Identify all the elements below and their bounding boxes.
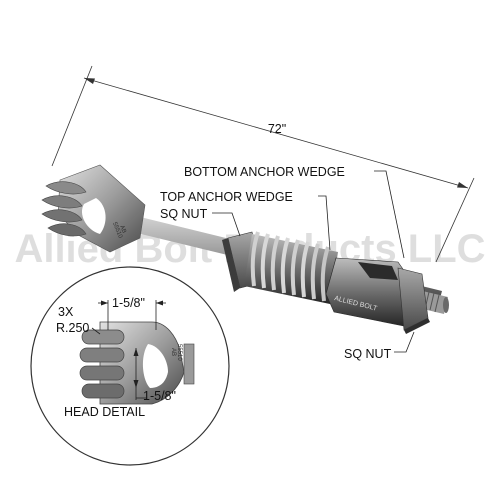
detail-dimension-top: 1-5/8" [98,296,166,330]
detail-head-drawing: AB 55510 [79,321,195,405]
detail-radius-value: R.250 [56,321,89,335]
square-nut-bottom [397,267,430,334]
sq-nut-top-label: SQ NUT [160,207,208,221]
sq-nut-bottom-label: SQ NUT [344,347,392,361]
head-detail-title: HEAD DETAIL [64,405,145,419]
head-stamp-line-1: AB [118,225,127,235]
detail-radius-callout: 3X R.250 [56,305,101,335]
top-anchor-wedge [244,231,338,304]
callout-sq-nut-bottom: SQ NUT [344,331,415,361]
overall-length-dimension: 72" [51,65,475,263]
bottom-anchor-wedge: ALLIED BOLT [325,257,413,327]
detail-dim-top-label: 1-5/8" [112,296,145,310]
top-wedge-label: TOP ANCHOR WEDGE [160,190,293,204]
callout-sq-nut-top: SQ NUT [160,207,241,237]
detail-radius-count: 3X [58,305,74,319]
head-detail-inset: AB 55510 1-5/8" 1-5/8" 3X R.250 HEA [30,266,230,466]
callout-top-anchor-wedge: TOP ANCHOR WEDGE [160,190,331,251]
detail-stamp-line-2: 55510 [176,344,182,361]
detail-dimension-bottom: 1-5/8" [133,348,176,403]
anchor-head: AB 55510 [41,164,146,253]
callout-bottom-anchor-wedge: BOTTOM ANCHOR WEDGE [184,165,405,259]
bottom-wedge-label: BOTTOM ANCHOR WEDGE [184,165,345,179]
detail-dim-bottom-label: 1-5/8" [143,389,176,403]
detail-stamp-line-1: AB [170,348,176,356]
overall-length-label: 72" [268,122,286,136]
